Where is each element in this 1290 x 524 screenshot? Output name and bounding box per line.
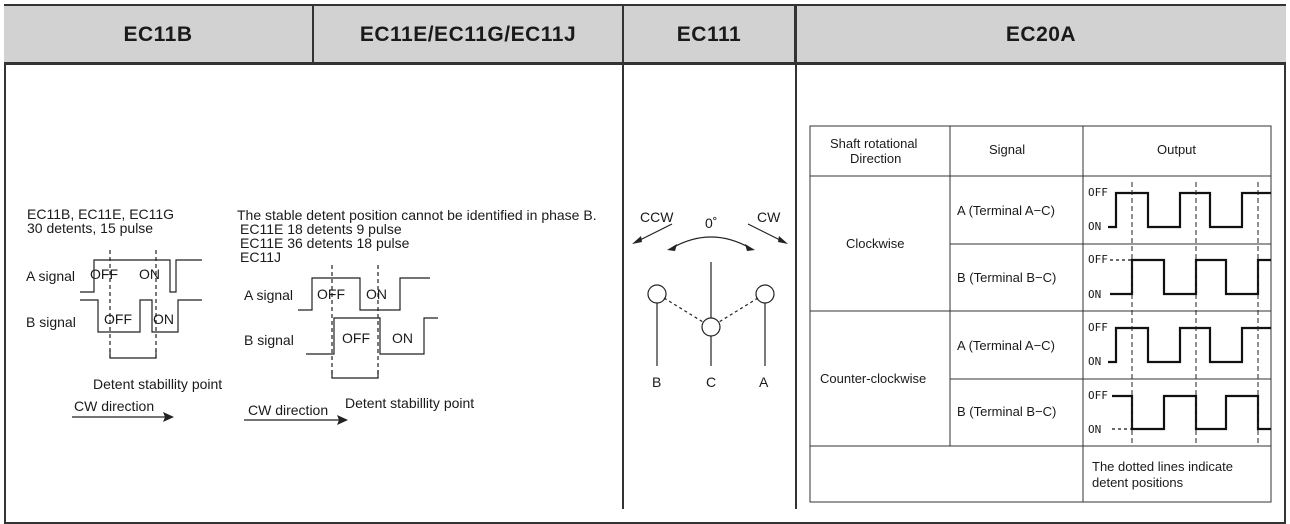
ec11e-line3: EC11J bbox=[240, 249, 281, 265]
ec11b-models: EC11B, EC11E, EC11G bbox=[27, 206, 175, 222]
ec11e-line2: EC11E 36 detents 18 pulse bbox=[240, 235, 410, 251]
ec20a-cw-a-off: OFF bbox=[1088, 186, 1108, 199]
ec20a-col-output: Output bbox=[1157, 142, 1197, 157]
ec111-angle-label: 0˚ bbox=[705, 215, 718, 231]
ec20a-cw-a-on: ON bbox=[1088, 220, 1102, 233]
ec20a-cw-sig-b: B (Terminal B−C) bbox=[957, 270, 1057, 285]
ec11e-line1: EC11E 18 detents 9 pulse bbox=[240, 221, 402, 237]
ec20a-ccw-b-on: ON bbox=[1088, 423, 1102, 436]
header-ec11e-ec11g-ec11j: EC11E/EC11G/EC11J bbox=[314, 6, 624, 63]
ec11b-a-on: ON bbox=[139, 266, 160, 282]
ec20a-note-line2: detent positions bbox=[1092, 475, 1184, 490]
ec11e-a-signal-label: A signal bbox=[244, 287, 294, 303]
ec20a-cw-b-waveform bbox=[1110, 258, 1271, 296]
ec11b-b-off: OFF bbox=[104, 311, 132, 327]
ec20a-cw-a-waveform bbox=[1108, 191, 1271, 229]
ec20a-cw-sig-a: A (Terminal A−C) bbox=[957, 203, 1055, 218]
ec11b-a-off: OFF bbox=[90, 266, 118, 282]
ec11b-spec: 30 detents, 15 pulse bbox=[27, 220, 154, 236]
ec11e-a-off: OFF bbox=[317, 286, 345, 302]
ec20a-clockwise: Clockwise bbox=[846, 236, 905, 251]
ec11e-b-waveform bbox=[306, 317, 438, 355]
ec111-rotation-arc bbox=[671, 236, 751, 249]
header-ec11b: EC11B bbox=[4, 6, 314, 63]
ec11e-detent-point: Detent stabillity point bbox=[345, 395, 475, 411]
ec11b-b-signal-label: B signal bbox=[26, 314, 76, 330]
ec11e-b-off: OFF bbox=[342, 330, 370, 346]
ec20a-cw-b-off: OFF bbox=[1088, 253, 1108, 266]
ec20a-ccw-a-off: OFF bbox=[1088, 321, 1108, 334]
ec20a-counter-clockwise: Counter-clockwise bbox=[820, 371, 927, 386]
ec11b-a-waveform bbox=[80, 259, 202, 293]
ec20a-ccw-a-on: ON bbox=[1088, 355, 1102, 368]
ec20a-cw-b-on: ON bbox=[1088, 288, 1102, 301]
ec11b-a-signal-label: A signal bbox=[26, 268, 76, 284]
ec11e-b-on: ON bbox=[392, 330, 413, 346]
ec11e-b-signal-label: B signal bbox=[244, 332, 294, 348]
ec11b-b-on: ON bbox=[153, 311, 174, 327]
ec111-terminal-c-label: C bbox=[706, 374, 717, 390]
ec111-ccw-label: CCW bbox=[640, 209, 674, 225]
ec11e-a-waveform bbox=[298, 277, 430, 311]
ec111-terminal-b bbox=[647, 284, 667, 304]
column-divider-ec111 bbox=[622, 6, 624, 509]
ec11e-a-on: ON bbox=[366, 286, 387, 302]
ec11e-cw-direction: CW direction bbox=[248, 402, 329, 418]
ec20a-ccw-b-off: OFF bbox=[1088, 389, 1108, 402]
ec20a-note-line1: The dotted lines indicate bbox=[1092, 459, 1233, 474]
header-ec111: EC111 bbox=[624, 6, 796, 63]
ec20a-col-direction-line2: Direction bbox=[850, 151, 902, 166]
ec20a-ccw-sig-b: B (Terminal B−C) bbox=[957, 404, 1057, 419]
column-divider-ec20a bbox=[795, 6, 797, 509]
ec11b-cw-direction: CW direction bbox=[74, 398, 155, 414]
ec20a-ccw-sig-a: A (Terminal A−C) bbox=[957, 338, 1055, 353]
header-ec20a: EC20A bbox=[796, 6, 1286, 63]
waveform-diagrams bbox=[72, 125, 1272, 503]
ec20a-col-signal: Signal bbox=[989, 142, 1026, 157]
header-divider bbox=[4, 62, 1286, 65]
ec20a-ccw-b-waveform bbox=[1112, 394, 1271, 431]
ec11b-b-waveform bbox=[80, 299, 202, 333]
ec20a-ccw-a-waveform bbox=[1108, 326, 1271, 364]
ec111-terminal-c bbox=[701, 317, 721, 337]
ec111-terminal-b-label: B bbox=[652, 374, 662, 390]
ec111-terminal-a-label: A bbox=[759, 374, 769, 390]
ec111-cw-label: CW bbox=[757, 209, 781, 225]
ec20a-col-direction-line1: Shaft rotational bbox=[830, 136, 918, 151]
ec111-terminal-a bbox=[755, 284, 775, 304]
ec11b-detent-point: Detent stabillity point bbox=[93, 376, 223, 392]
ec11e-note: The stable detent position cannot be ide… bbox=[237, 207, 597, 223]
